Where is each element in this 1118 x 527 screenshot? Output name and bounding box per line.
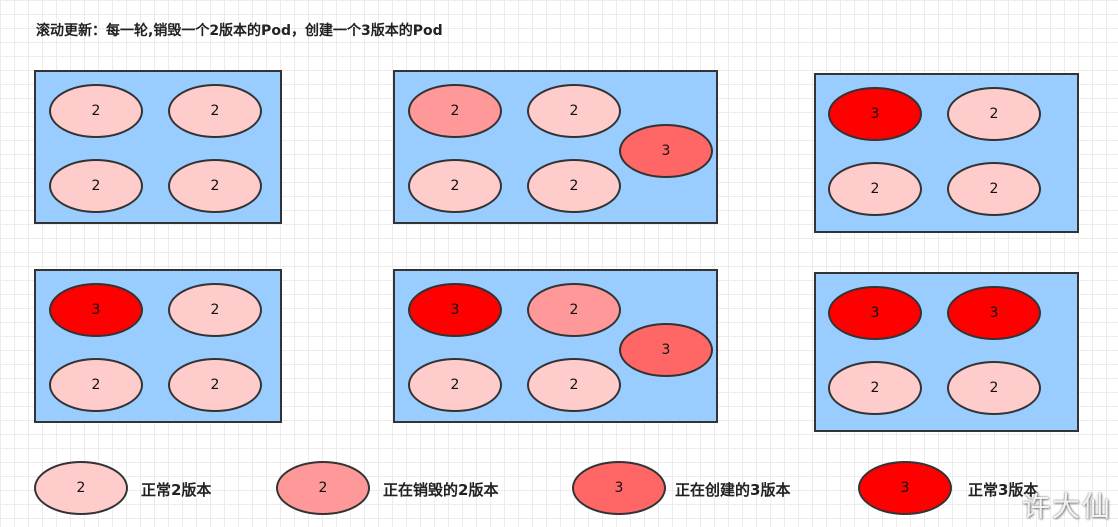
pod-normal-v2: 2 bbox=[168, 84, 262, 138]
pod-normal-v2: 2 bbox=[828, 361, 922, 415]
watermark: 许大仙 bbox=[1021, 490, 1112, 523]
legend-label-creating-v3: 正在创建的3版本 bbox=[675, 481, 791, 499]
diagram-title: 滚动更新：每一轮,销毁一个2版本的Pod，创建一个3版本的Pod bbox=[36, 23, 443, 39]
legend-swatch-normal-v2: 2 bbox=[34, 461, 128, 515]
pod-normal-v2: 2 bbox=[49, 84, 143, 138]
pod-normal-v2: 2 bbox=[408, 358, 502, 412]
pod-normal-v2: 2 bbox=[408, 159, 502, 213]
pod-creating-v3: 3 bbox=[619, 124, 713, 178]
pod-normal-v2: 2 bbox=[947, 162, 1041, 216]
pod-normal-v3: 3 bbox=[408, 283, 502, 337]
pod-normal-v2: 2 bbox=[49, 159, 143, 213]
pod-normal-v2: 2 bbox=[828, 162, 922, 216]
legend-swatch-creating-v3: 3 bbox=[572, 461, 666, 515]
legend-swatch-deleting-v2: 2 bbox=[276, 461, 370, 515]
pod-normal-v3: 3 bbox=[49, 283, 143, 337]
pod-normal-v2: 2 bbox=[527, 358, 621, 412]
pod-deleting-v2: 2 bbox=[408, 84, 502, 138]
pod-normal-v2: 2 bbox=[527, 84, 621, 138]
pod-normal-v2: 2 bbox=[168, 159, 262, 213]
pod-normal-v2: 2 bbox=[168, 358, 262, 412]
pod-normal-v2: 2 bbox=[947, 361, 1041, 415]
pod-normal-v3: 3 bbox=[947, 286, 1041, 340]
pod-creating-v3: 3 bbox=[619, 323, 713, 377]
pod-normal-v2: 2 bbox=[947, 87, 1041, 141]
legend-label-normal-v2: 正常2版本 bbox=[141, 481, 212, 499]
legend-swatch-normal-v3: 3 bbox=[858, 461, 952, 515]
pod-deleting-v2: 2 bbox=[527, 283, 621, 337]
pod-normal-v2: 2 bbox=[168, 283, 262, 337]
pod-normal-v2: 2 bbox=[527, 159, 621, 213]
pod-normal-v2: 2 bbox=[49, 358, 143, 412]
legend-label-normal-v3: 正常3版本 bbox=[968, 481, 1039, 499]
pod-normal-v3: 3 bbox=[828, 87, 922, 141]
pod-normal-v3: 3 bbox=[828, 286, 922, 340]
legend-label-deleting-v2: 正在销毁的2版本 bbox=[383, 481, 499, 499]
